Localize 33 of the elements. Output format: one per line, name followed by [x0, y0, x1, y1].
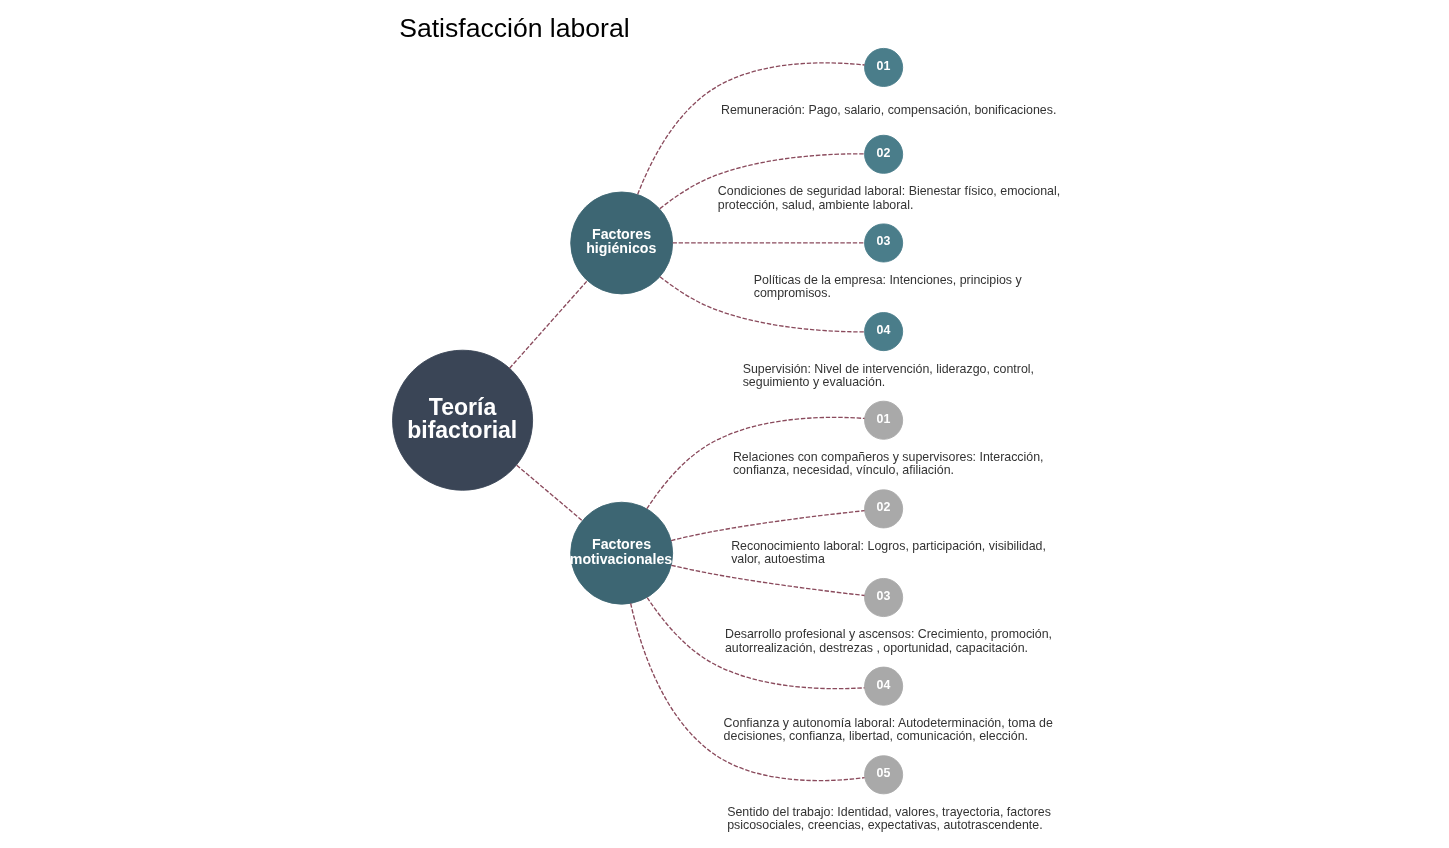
node-circle: 03: [864, 223, 904, 263]
node-circle: 03: [864, 578, 904, 617]
node-label: Relaciones con compañeros y supervisores: Interacción, confianza, necesidad, vínculo, afiliación.: [732, 450, 1044, 478]
connector: [672, 242, 865, 244]
connector: [659, 153, 866, 210]
connector: [670, 510, 866, 542]
connector: [508, 280, 588, 369]
node-label: Sentido del trabajo: Identidad, valores, trayectoria, factores psicosociales, creencias, expectativas, autotrascendente.: [727, 804, 1051, 833]
node-circle: 01: [864, 400, 904, 440]
connector: [646, 596, 866, 690]
node-circle: 05: [864, 755, 904, 795]
diagram-title: Satisfacción laboral: [399, 12, 630, 43]
connector: [630, 602, 866, 782]
node-label: Reconocimiento laboral: Logros, participación, visibilidad, valor, autoestima: [731, 538, 1046, 567]
connector: [670, 564, 866, 597]
connector: [646, 416, 866, 510]
node-label: Condiciones de seguridad laboral: Bienestar físico, emocional, protección, salud, ambiente laboral.: [717, 184, 1061, 212]
node-circle: 02: [864, 134, 904, 174]
node-circle: 02: [864, 489, 904, 529]
node-circle: Teoría bifactorial: [392, 349, 534, 491]
node-circle: 04: [864, 312, 904, 352]
node-label: Supervisión: Nivel de intervención, liderazgo, control, seguimiento y evaluación.: [742, 361, 1035, 389]
connector: [659, 276, 866, 333]
node-label: Desarrollo profesional y ascensos: Crecimiento, promoción, autorrealización, destrezas , oportunidad, capacitación.: [724, 627, 1053, 655]
node-label: Políticas de la empresa: Intenciones, principios y compromisos.: [753, 272, 1022, 301]
node-circle: 04: [864, 666, 904, 706]
connector: [637, 62, 866, 195]
node-label: Confianza y autonomía laboral: Autodeterminación, toma de decisiones, confianza, libertad, comunicación, elección.: [723, 716, 1053, 744]
connector: [516, 464, 583, 522]
node-label: Remuneración: Pago, salario, compensación, bonificaciones.: [720, 103, 1057, 118]
node-circle: 01: [864, 47, 904, 87]
node-circle: Factores higiénicos: [570, 191, 674, 295]
node-circle: Factores motivacionales: [570, 501, 674, 605]
